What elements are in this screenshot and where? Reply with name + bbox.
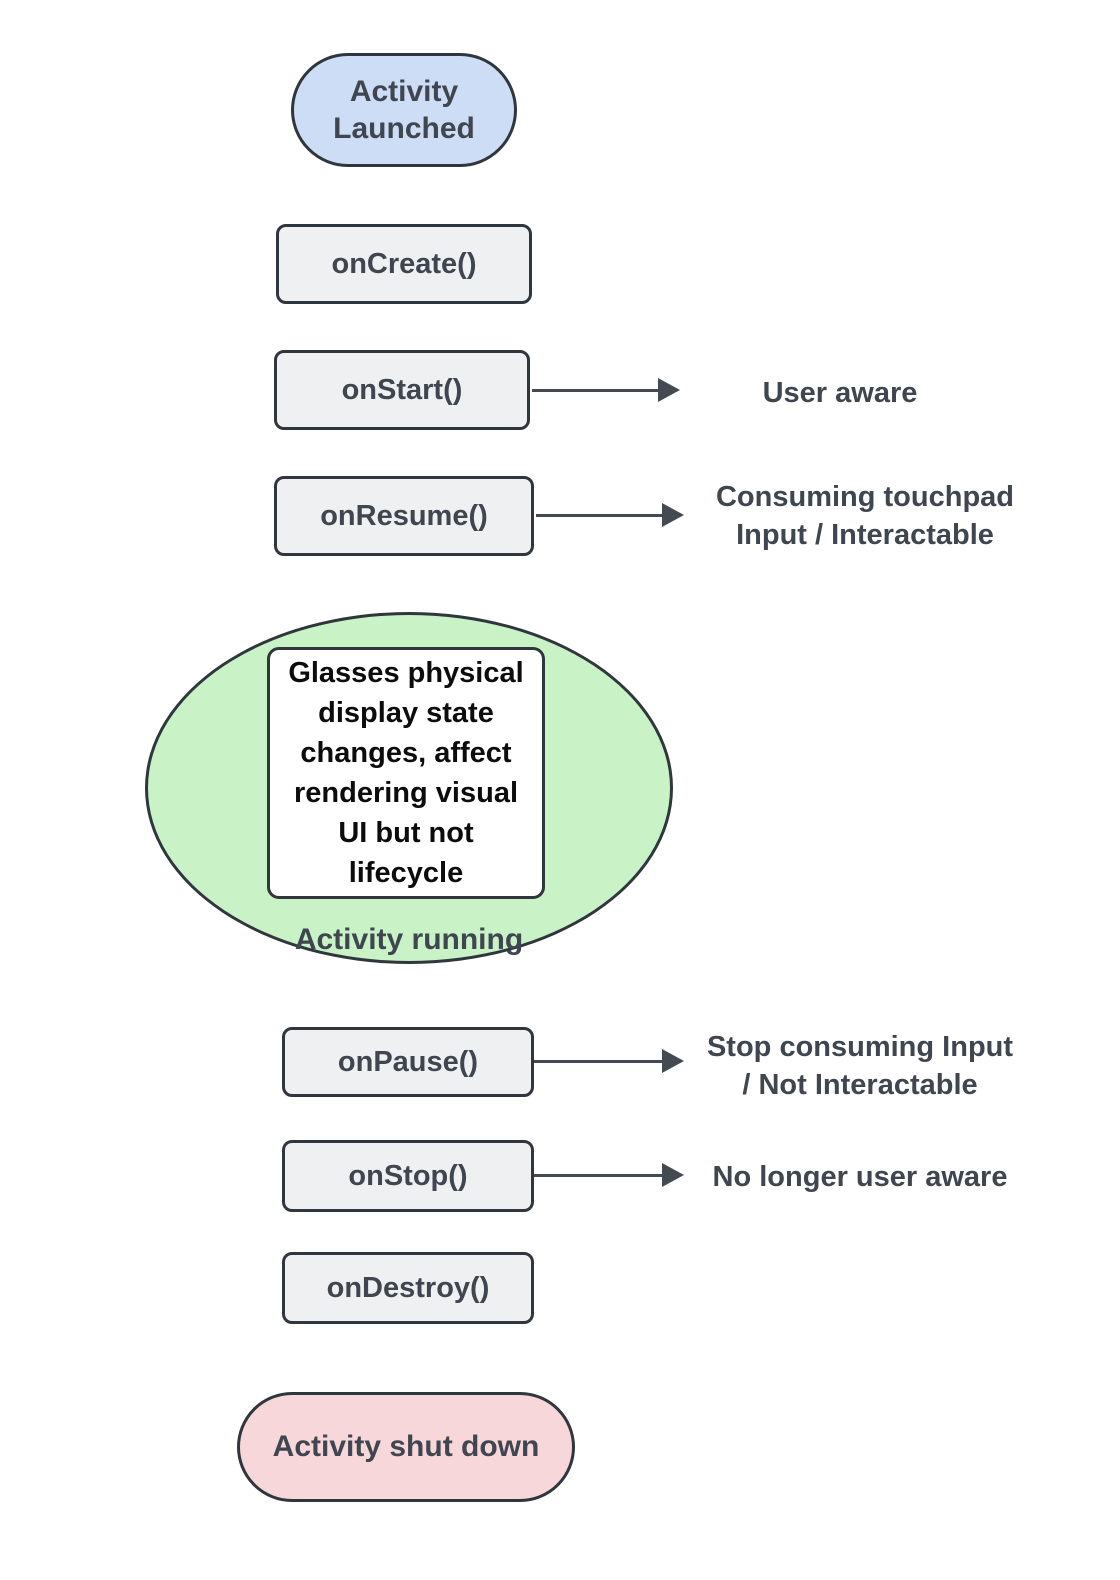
arrow-line <box>536 514 664 517</box>
onstart-node: onStart() <box>274 350 530 430</box>
onresume-node: onResume() <box>274 476 534 556</box>
onstop-node: onStop() <box>282 1140 534 1212</box>
arrow-right-icon <box>658 378 680 402</box>
arrow-line <box>532 389 660 392</box>
arrow-right-icon <box>662 503 684 527</box>
onpause-node: onPause() <box>282 1027 534 1097</box>
oncreate-node: onCreate() <box>276 224 532 304</box>
arrow-line <box>534 1060 664 1063</box>
onpause-annotation: Stop consuming Input / Not Interactable <box>706 1031 1014 1101</box>
arrow-line <box>534 1174 664 1177</box>
activity-launched-node: Activity Launched <box>291 53 517 167</box>
onresume-annotation: Consuming touchpad Input / Interactable <box>715 481 1015 551</box>
onstop-annotation: No longer user aware <box>712 1161 1008 1193</box>
arrow-right-icon <box>662 1163 684 1187</box>
ondestroy-node: onDestroy() <box>282 1252 534 1324</box>
arrow-right-icon <box>662 1049 684 1073</box>
activity-shutdown-node: Activity shut down <box>237 1392 575 1502</box>
onstart-annotation: User aware <box>762 377 918 409</box>
activity-running-label: Activity running <box>294 923 524 956</box>
display-state-note: Glasses physical display state changes, … <box>267 647 545 899</box>
